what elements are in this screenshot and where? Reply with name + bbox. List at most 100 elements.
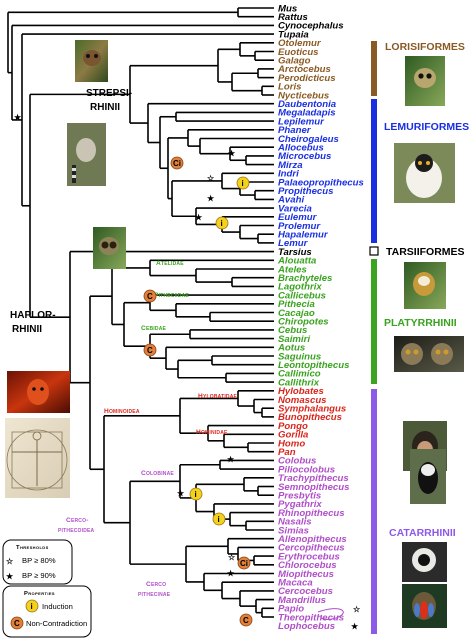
cercopithecoidea-label-line2: pithecoidea: [58, 527, 95, 534]
cercopithecinae-label-line1: Cerco: [146, 581, 166, 588]
taxon-label-callimico: Callimico: [278, 369, 321, 380]
atelidae-label: Atelidae: [156, 260, 184, 267]
hominidae-label: Hominidae: [196, 429, 228, 436]
bp90-star-icon-5: ★: [207, 194, 215, 203]
pitheciidae-label: Pitheciidae: [154, 292, 189, 299]
legend-properties: Properties i Induction C Non-Contradicti…: [2, 585, 92, 638]
taxon-label-trachypithecus: Trachypithecus: [278, 473, 349, 484]
marker-letter: Ci: [240, 559, 248, 568]
bp80-star-icon-18: ☆: [353, 605, 361, 614]
photo-sifaka: [394, 143, 455, 203]
cercopithecoidea-label-line1: Cerco-: [66, 517, 89, 524]
marker-letter: C: [147, 292, 153, 301]
noncontradiction-marker-letter: C: [14, 619, 20, 628]
strepsirhinii-label-line2: RHINII: [90, 102, 120, 113]
taxon-label-colobus: Colobus: [278, 456, 316, 467]
marker-letter: C: [147, 346, 153, 355]
taxon-label-bunopithecus: Bunopithecus: [278, 412, 342, 423]
taxon-label-pan: Pan: [278, 447, 296, 458]
bp90-star-icon-0: ★: [14, 113, 22, 122]
taxon-label-euoticus: Euoticus: [278, 47, 319, 58]
family-labels: Atelidae Pitheciidae Cebidae Hylobatidae…: [58, 260, 238, 598]
bp90-label: BP ≥ 90%: [22, 571, 56, 580]
noncontradiction-marker-9: C: [143, 343, 157, 357]
lorisiformes-bar: [371, 41, 377, 96]
taxon-label-loris: Loris: [278, 82, 301, 93]
marker-letter: C: [243, 616, 249, 625]
taxon-label-nomascus: Nomascus: [278, 395, 327, 406]
taxon-label-rhinopithecus: Rhinopithecus: [278, 508, 345, 519]
bp90-star-icon-12: ★: [177, 489, 185, 498]
taxon-label-pongo: Pongo: [278, 421, 308, 432]
bp90-star-icon: ★: [6, 572, 14, 581]
taxon-label-perodicticus: Perodicticus: [278, 73, 336, 84]
taxon-labels: MusRattusCynocephalusTupaiaOtolemurEuoti…: [277, 3, 364, 632]
taxon-label-rattus: Rattus: [278, 12, 308, 23]
taxon-label-lagothrix: Lagothrix: [278, 282, 322, 293]
strepsirhinii-label-line1: STREPSI-: [86, 88, 132, 99]
haplorhinii-label-line2: RHINII: [12, 324, 42, 335]
taxon-label-microcebus: Microcebus: [278, 151, 331, 162]
taxon-label-erythrocebus: Erythrocebus: [278, 551, 340, 562]
taxon-label-chlorocebus: Chlorocebus: [278, 560, 337, 571]
taxon-label-avahi: Avahi: [277, 195, 304, 206]
bp80-star-icon: ☆: [6, 557, 14, 566]
taxon-label-callicebus: Callicebus: [278, 290, 326, 301]
marker-letter: Ci: [173, 159, 181, 168]
taxon-label-hapalemur: Hapalemur: [278, 230, 329, 241]
taxon-label-gorilla: Gorilla: [278, 430, 309, 441]
taxon-label-lepilemur: Lepilemur: [278, 116, 325, 127]
taxon-label-papio: Papio: [278, 604, 304, 615]
photo-tarsier: [93, 227, 126, 269]
taxon-label-aotus: Aotus: [277, 343, 305, 354]
taxon-label-presbytis: Presbytis: [278, 491, 321, 502]
bp80-star-icon-3: ☆: [207, 174, 215, 183]
induction-marker-icon: [25, 599, 39, 613]
taxon-label-nycticebus: Nycticebus: [278, 90, 329, 101]
taxon-label-callithrix: Callithrix: [278, 377, 320, 388]
colobinae-label: Colobinae: [141, 470, 174, 477]
noncontradiction-marker-icon: [10, 616, 24, 630]
photo-colobus: [410, 449, 446, 504]
photos: [5, 40, 464, 628]
taxon-label-tarsius: Tarsius: [278, 247, 312, 258]
legend-thresholds: Thresholds ☆ BP ≥ 80% ★ BP ≥ 90%: [2, 539, 73, 585]
tree-branches: [7, 7, 274, 618]
taxon-label-cebus: Cebus: [278, 325, 307, 336]
photo-slender-loris: [75, 40, 108, 82]
marker-letter: i: [242, 179, 244, 188]
taxon-label-pithecia: Pithecia: [278, 299, 315, 310]
taxon-label-mus: Mus: [278, 3, 297, 14]
taxon-label-phaner: Phaner: [278, 125, 312, 136]
taxon-label-pygathrix: Pygathrix: [278, 499, 322, 510]
taxon-label-hylobates: Hylobates: [278, 386, 324, 397]
noncontradiction-marker-17: C: [239, 613, 253, 627]
bp90-star-icon-10: ★: [227, 455, 235, 464]
both-marker-15: Ci: [237, 556, 251, 570]
taxon-label-theropithecus: Theropithecus: [278, 612, 344, 623]
marker-letter: i: [195, 490, 197, 499]
photo-squirrel-monkey: [404, 262, 446, 309]
taxon-label-macaca: Macaca: [278, 578, 313, 589]
taxon-label-allenopithecus: Allenopithecus: [277, 534, 347, 545]
taxon-label-daubentonia: Daubentonia: [278, 99, 337, 110]
catarrhinii-bar: [371, 389, 377, 634]
hominoidea-label: Hominoidea: [104, 408, 140, 415]
taxon-label-chiropotes: Chiropotes: [278, 317, 329, 328]
bp90-star-icon-16: ★: [227, 569, 235, 578]
induction-marker-11: i: [189, 487, 203, 501]
taxon-label-allocebus: Allocebus: [277, 143, 324, 154]
bp90-star-icon-6: ★: [195, 213, 203, 222]
hylobatidae-label: Hylobatidae: [198, 393, 238, 400]
tarsiiformes-label: TARSIIFORMES: [386, 246, 465, 258]
photo-vitruvian-man: [5, 418, 70, 498]
taxon-label-miopithecus: Miopithecus: [278, 569, 334, 580]
taxon-label-homo: Homo: [278, 438, 305, 449]
taxon-label-cheirogaleus: Cheirogaleus: [278, 134, 339, 145]
both-marker-2: Ci: [170, 156, 184, 170]
induction-label: Induction: [42, 602, 73, 611]
taxon-label-otolemur: Otolemur: [278, 38, 322, 49]
induction-marker-13: i: [212, 512, 226, 526]
marker-letter: i: [221, 219, 223, 228]
